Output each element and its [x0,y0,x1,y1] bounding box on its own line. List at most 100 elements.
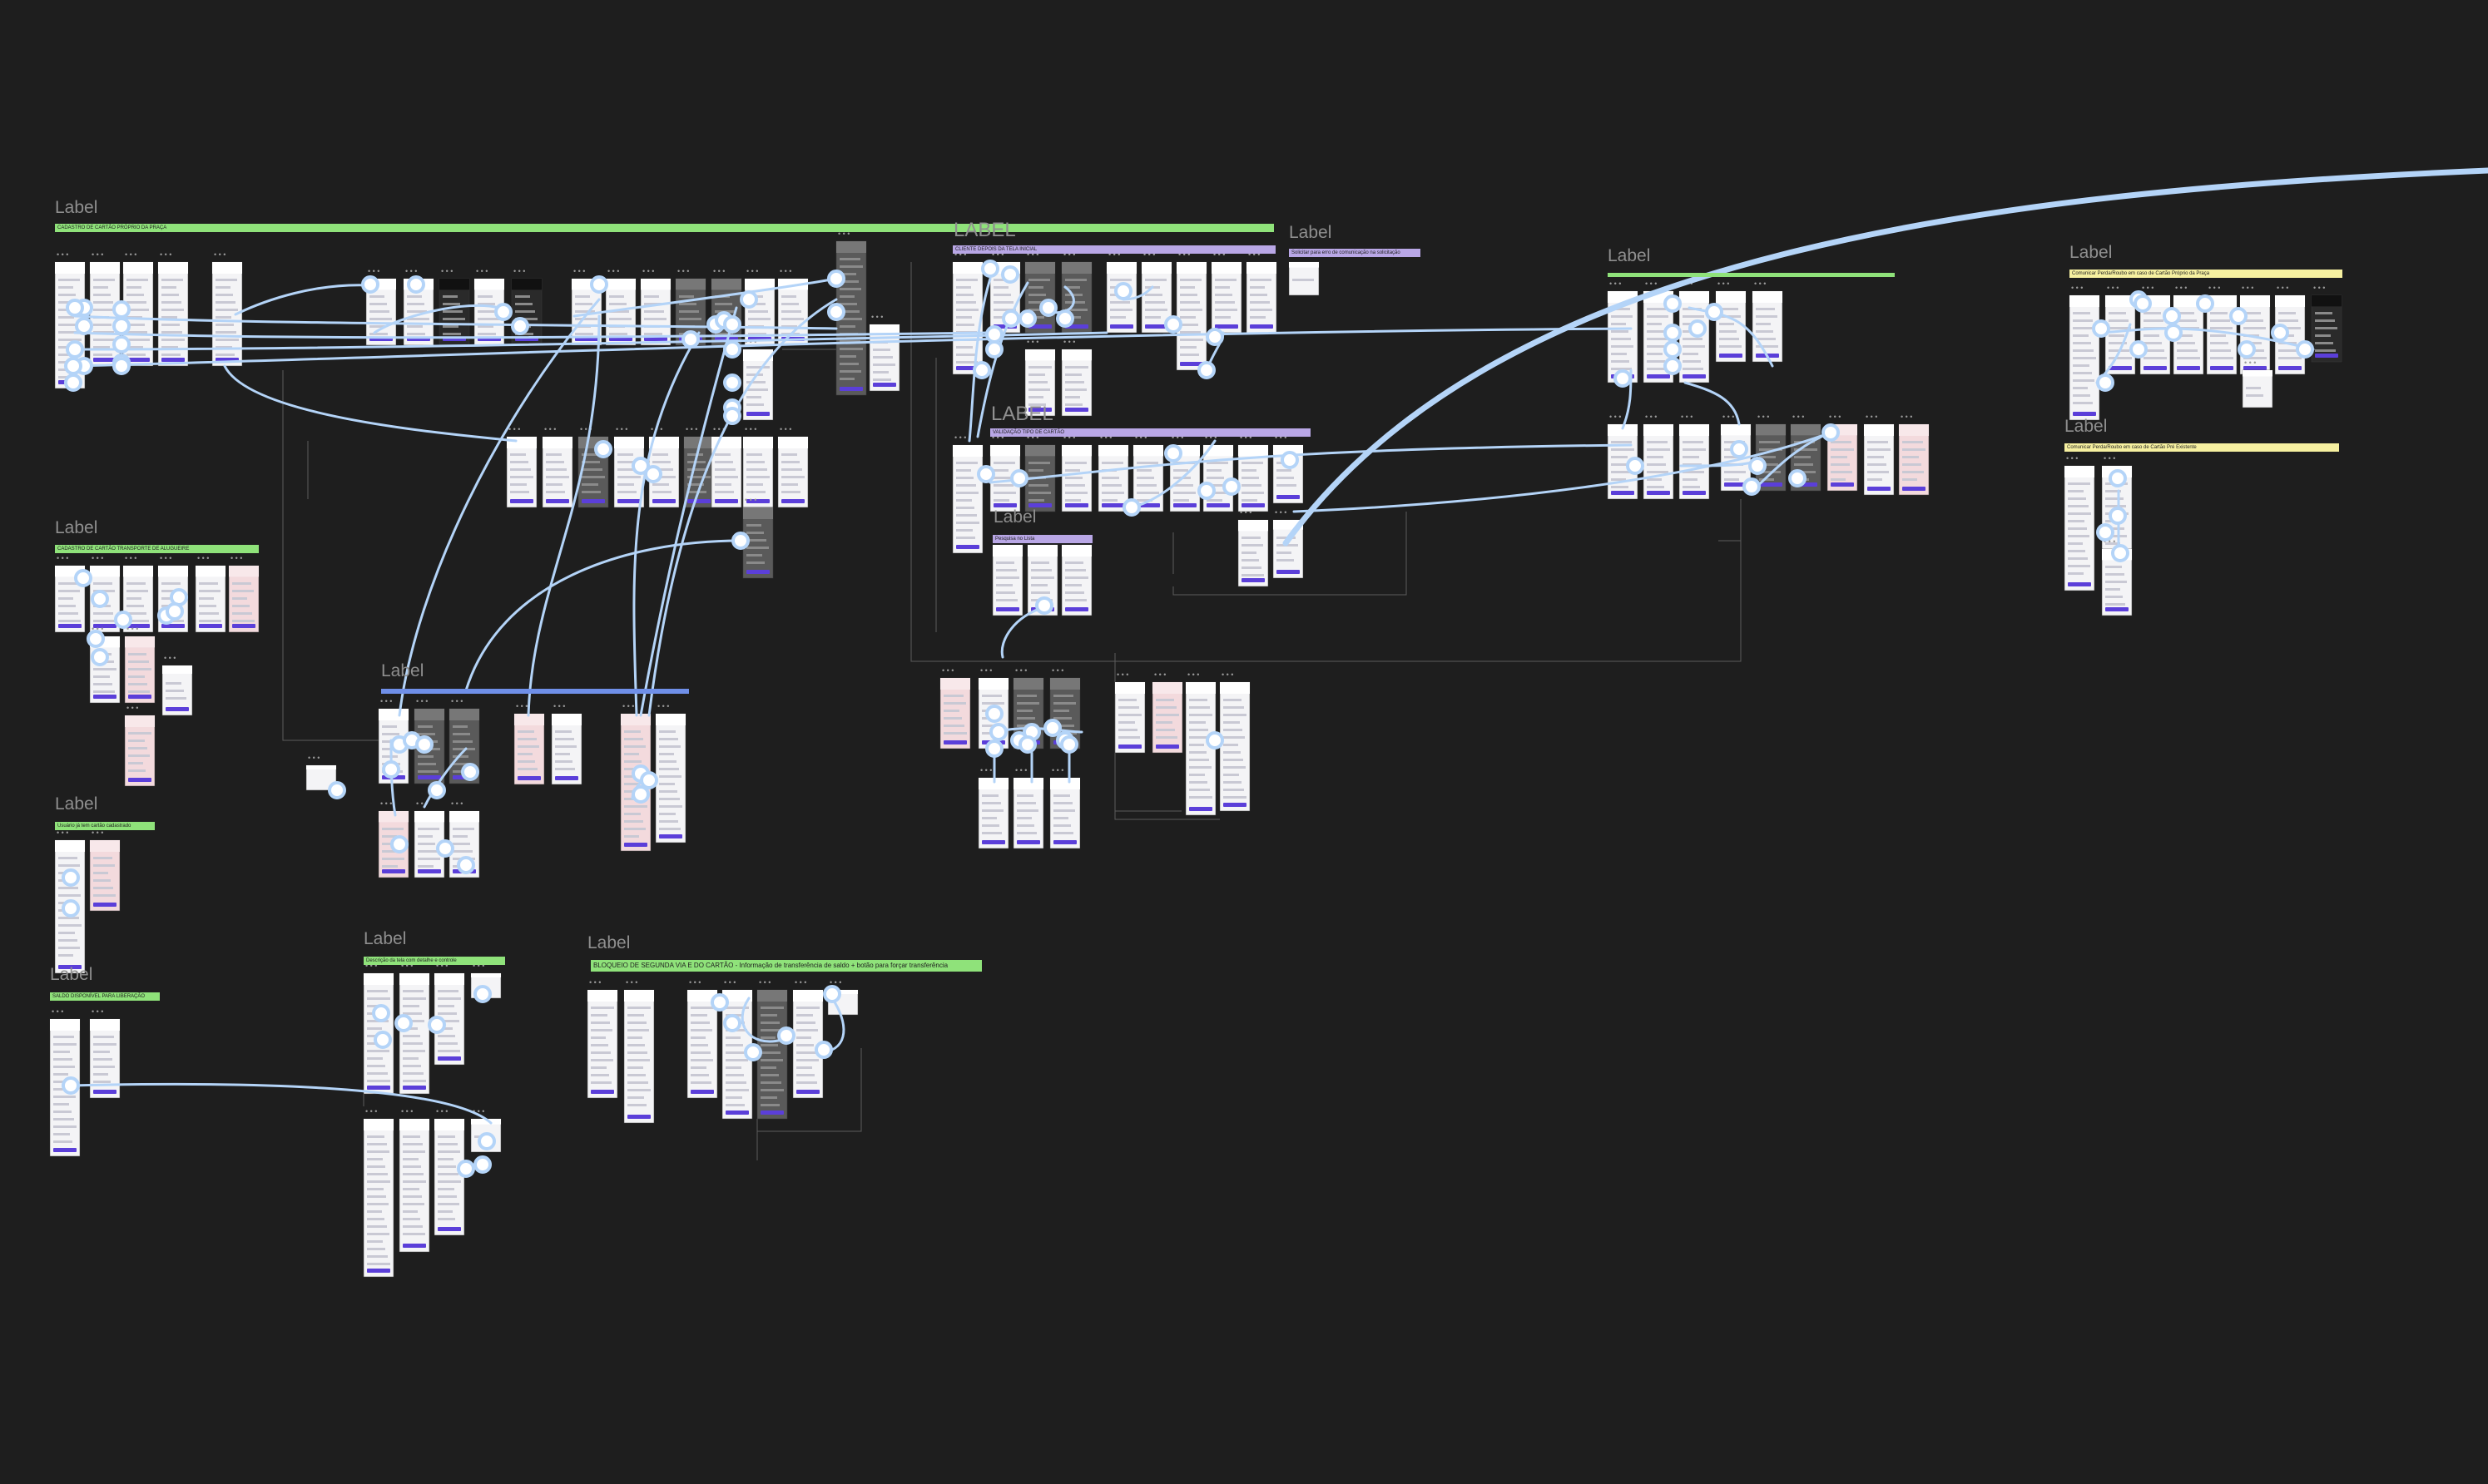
connector-handle-icon[interactable] [2271,324,2289,342]
connector-handle-icon[interactable] [328,781,346,799]
screen-frame[interactable]: • • • [2064,454,2095,591]
screen-frame[interactable]: • • • [1607,413,1638,500]
connector-handle-icon[interactable] [2129,340,2148,359]
connector-handle-icon[interactable] [1002,309,1020,328]
screen-frame[interactable]: • • • [1061,338,1093,417]
screen-frame[interactable]: • • • [1211,250,1242,334]
screen-frame[interactable]: • • • [835,230,867,396]
screen-frame[interactable]: • • • [49,1007,81,1157]
connector-handle-icon[interactable] [1613,369,1632,388]
connector-handle-icon[interactable] [428,1016,446,1034]
screen-frame[interactable]: • • • [952,250,984,375]
connector-handle-icon[interactable] [64,373,82,392]
connector-handle-icon[interactable] [66,299,84,317]
screen-frame[interactable]: • • • [506,425,538,508]
connector-handle-icon[interactable] [112,357,131,375]
screen-frame[interactable]: • • • [89,829,121,912]
connector-handle-icon[interactable] [1043,719,1062,737]
section-bar[interactable]: Comunicar Perda/Roubo em caso de Cartão … [2064,443,2339,452]
connector-handle-icon[interactable] [2238,340,2256,359]
screen-frame[interactable]: • • • [992,533,1023,616]
connector-handle-icon[interactable] [2196,294,2214,313]
screen-frame[interactable]: • • • [399,1107,430,1253]
connector-handle-icon[interactable] [681,330,700,349]
connector-handle-icon[interactable] [823,985,841,1003]
connector-handle-icon[interactable] [1114,282,1132,300]
connector-handle-icon[interactable] [594,440,612,458]
screen-frame[interactable]: • • • [683,425,715,508]
connector-handle-icon[interactable] [1035,596,1053,615]
screen-frame[interactable]: • • • [1246,250,1277,334]
connector-handle-icon[interactable] [2134,294,2152,313]
section-bar[interactable]: Solicitar para erro de comunicação na so… [1289,249,1420,257]
connector-handle-icon[interactable] [87,630,105,648]
section-bar[interactable] [1608,273,1895,277]
connector-handle-icon[interactable] [62,1076,80,1095]
connector-handle-icon[interactable] [436,839,454,858]
section-bar[interactable]: Pesquisa no Lista [993,535,1093,543]
connector-handle-icon[interactable] [1626,457,1644,475]
screen-frame[interactable]: • • • [1678,413,1710,500]
connector-handle-icon[interactable] [457,856,475,874]
connector-handle-icon[interactable] [2296,340,2314,359]
connector-handle-icon[interactable] [2096,373,2114,392]
section-label[interactable]: Label [1289,223,1332,242]
connector-handle-icon[interactable] [1018,309,1037,328]
section-label[interactable]: LABEL [991,403,1053,425]
screen-frame[interactable]: • • • [542,425,573,508]
screen-frame[interactable]: • • • [1607,279,1638,383]
screen-frame[interactable]: • • • [939,666,971,749]
connector-handle-icon[interactable] [989,723,1008,741]
connector-handle-icon[interactable] [973,361,991,379]
connector-handle-icon[interactable] [75,317,93,335]
connector-handle-icon[interactable] [2164,324,2183,342]
screen-frame[interactable]: • • • [434,962,465,1066]
connector-handle-icon[interactable] [112,335,131,354]
connector-handle-icon[interactable] [985,340,1004,359]
connector-handle-icon[interactable] [1018,735,1037,754]
connector-handle-icon[interactable] [1039,299,1058,317]
screen-frame[interactable]: • • • [777,425,809,508]
connector-handle-icon[interactable] [985,325,1004,344]
connector-handle-icon[interactable] [1688,319,1707,338]
screen-frame[interactable]: • • • [1061,433,1093,512]
screen-frame[interactable]: • • • [1152,670,1183,754]
connector-handle-icon[interactable] [590,275,608,294]
screen-frame[interactable]: • • • [363,962,394,1095]
screen-frame[interactable]: • • • [1898,413,1930,496]
connector-handle-icon[interactable] [1164,444,1182,463]
screen-frame[interactable]: • • • [952,433,984,554]
connector-handle-icon[interactable] [2092,319,2110,338]
connector-handle-icon[interactable] [1206,731,1224,749]
screen-frame[interactable]: • • • [363,1107,394,1278]
connector-handle-icon[interactable] [1705,303,1723,321]
connector-handle-icon[interactable] [64,357,82,375]
screen-frame[interactable]: • • • [1237,433,1269,512]
screen-frame[interactable]: • • • [587,978,618,1099]
screen-frame[interactable]: • • • [1049,766,1081,849]
screen-frame[interactable]: • • • [1288,250,1320,296]
screen-frame[interactable]: • • • [1114,670,1146,754]
connector-handle-icon[interactable] [985,705,1004,723]
connector-handle-icon[interactable] [723,1014,741,1032]
screen-frame[interactable]: • • • [1643,413,1674,500]
screen-frame[interactable]: • • • [399,962,430,1095]
connector-handle-icon[interactable] [815,1041,833,1059]
connector-handle-icon[interactable] [361,275,379,294]
connector-handle-icon[interactable] [744,1043,762,1061]
connector-handle-icon[interactable] [1001,265,1019,284]
connector-handle-icon[interactable] [723,373,741,392]
connector-handle-icon[interactable] [66,340,84,359]
connector-handle-icon[interactable] [1730,440,1748,458]
connector-handle-icon[interactable] [1663,294,1682,313]
section-bar[interactable]: Comunicar Perda/Roubo em caso de Cartão … [2069,270,2342,278]
screen-frame[interactable]: • • • [742,338,774,421]
connector-handle-icon[interactable] [415,735,434,754]
connector-handle-icon[interactable] [723,315,741,334]
connector-handle-icon[interactable] [827,303,845,321]
connector-handle-icon[interactable] [2229,307,2248,325]
section-bar[interactable]: SALDO DISPONÍVEL PARA LIBERAÇÃO [50,992,160,1001]
connector-handle-icon[interactable] [1663,324,1682,342]
connector-handle-icon[interactable] [1197,361,1216,379]
screen-frame[interactable]: • • • [1132,433,1164,512]
